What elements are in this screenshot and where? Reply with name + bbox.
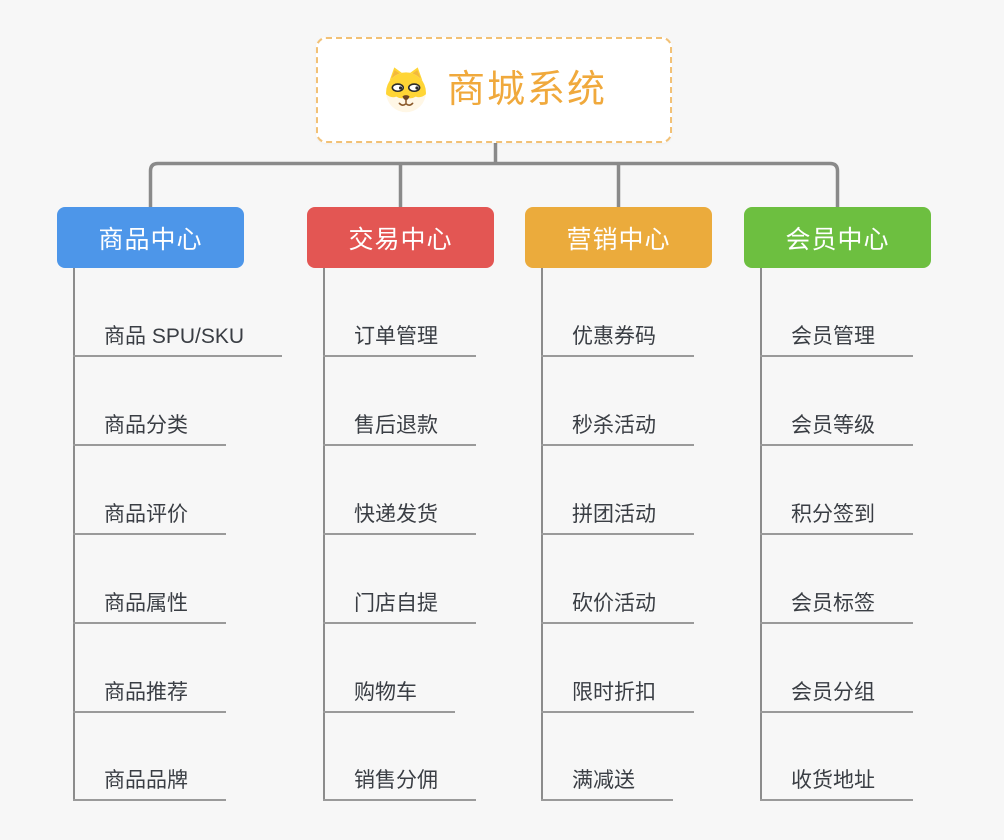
root-node-mall-system[interactable]: 商城系统 <box>316 37 672 143</box>
subtopic-marketing-center-5[interactable]: 满减送 <box>541 761 673 801</box>
subtopic-trade-center-1[interactable]: 售后退款 <box>323 406 476 446</box>
branch-node-marketing-center[interactable]: 营销中心 <box>525 207 712 268</box>
subtopic-member-center-0[interactable]: 会员管理 <box>760 317 913 357</box>
subtopic-marketing-center-4[interactable]: 限时折扣 <box>541 673 694 713</box>
subtopic-member-center-3[interactable]: 会员标签 <box>760 584 913 624</box>
branch-node-member-center[interactable]: 会员中心 <box>744 207 931 268</box>
subtopic-trade-center-4[interactable]: 购物车 <box>323 673 455 713</box>
shiba-dog-icon <box>386 67 426 113</box>
branch-node-trade-center[interactable]: 交易中心 <box>307 207 494 268</box>
branch-node-product-center[interactable]: 商品中心 <box>57 207 244 268</box>
subtopic-marketing-center-3[interactable]: 砍价活动 <box>541 584 694 624</box>
subtopic-product-center-4[interactable]: 商品推荐 <box>73 673 226 713</box>
subtopic-marketing-center-0[interactable]: 优惠券码 <box>541 317 694 357</box>
subtopic-member-center-1[interactable]: 会员等级 <box>760 406 913 446</box>
subtopic-trade-center-0[interactable]: 订单管理 <box>323 317 476 357</box>
root-title: 商城系统 <box>446 69 607 111</box>
subtopic-trade-center-3[interactable]: 门店自提 <box>323 584 476 624</box>
subtopic-product-center-5[interactable]: 商品品牌 <box>73 761 226 801</box>
subtopic-member-center-5[interactable]: 收货地址 <box>760 761 913 801</box>
subtopic-trade-center-5[interactable]: 销售分佣 <box>323 761 476 801</box>
subtopic-product-center-0[interactable]: 商品 SPU/SKU <box>73 317 283 357</box>
subtopic-product-center-1[interactable]: 商品分类 <box>73 406 226 446</box>
subtopic-member-center-2[interactable]: 积分签到 <box>760 495 913 535</box>
subtopic-member-center-4[interactable]: 会员分组 <box>760 673 913 713</box>
subtopic-marketing-center-2[interactable]: 拼团活动 <box>541 495 694 535</box>
subtopic-trade-center-2[interactable]: 快递发货 <box>323 495 476 535</box>
subtopic-marketing-center-1[interactable]: 秒杀活动 <box>541 406 694 446</box>
subtopic-product-center-2[interactable]: 商品评价 <box>73 495 226 535</box>
subtopic-product-center-3[interactable]: 商品属性 <box>73 584 226 624</box>
